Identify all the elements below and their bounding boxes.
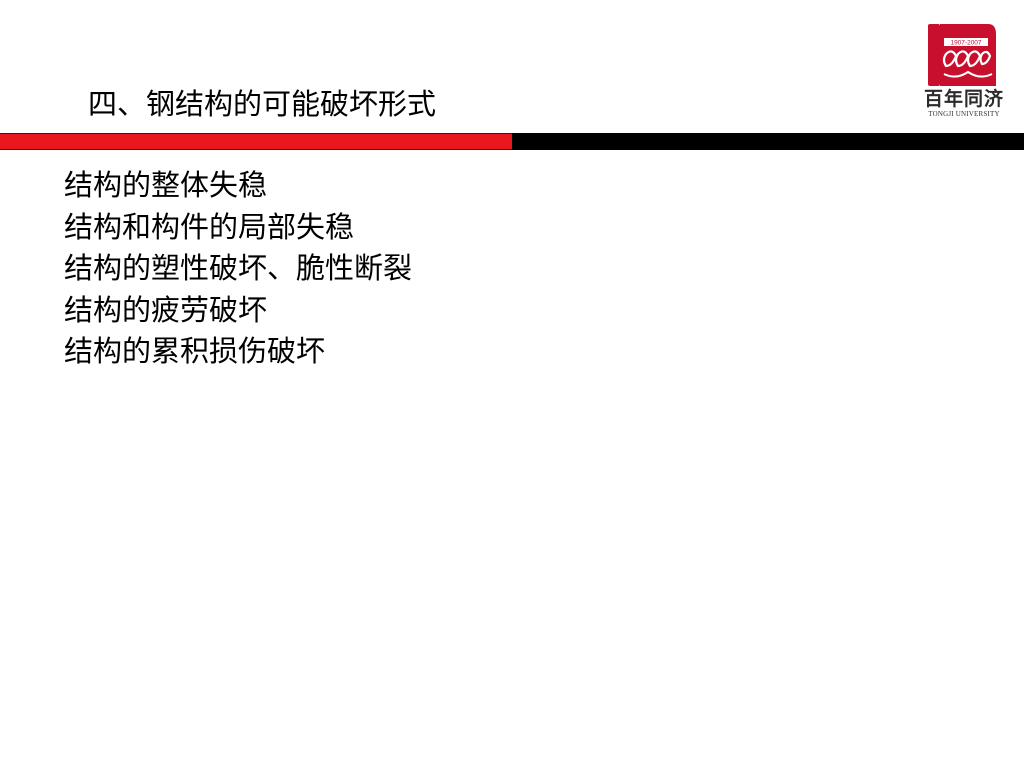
centennial-100-emblem-icon: 1907-2007: [928, 24, 996, 86]
list-item: 结构的整体失稳: [64, 168, 268, 202]
list-item: 结构和构件的局部失稳: [64, 209, 355, 244]
divider-black-segment: [512, 133, 1024, 150]
list-item: 结构的塑性破坏、脆性断裂: [64, 251, 413, 285]
tongji-centennial-logo: 1907-2007 百年同济 TONGJI UNIVERSITY: [916, 16, 1012, 124]
logo-name-cn: 百年同济: [923, 88, 1004, 110]
logo-years: 1907-2007: [950, 40, 981, 47]
slide-title: 四、钢结构的可能破坏形式: [88, 87, 437, 121]
divider-red-segment: [0, 133, 512, 150]
list-item: 结构的疲劳破坏: [64, 292, 268, 327]
list-item: 结构的累积损伤破坏: [64, 334, 326, 368]
logo-name-en: TONGJI UNIVERSITY: [928, 110, 1000, 118]
title-divider-bar: [0, 133, 1024, 150]
failure-modes-list: 结构的整体失稳 结构和构件的局部失稳 结构的塑性破坏、脆性断裂 结构的疲劳破坏 …: [64, 165, 412, 373]
